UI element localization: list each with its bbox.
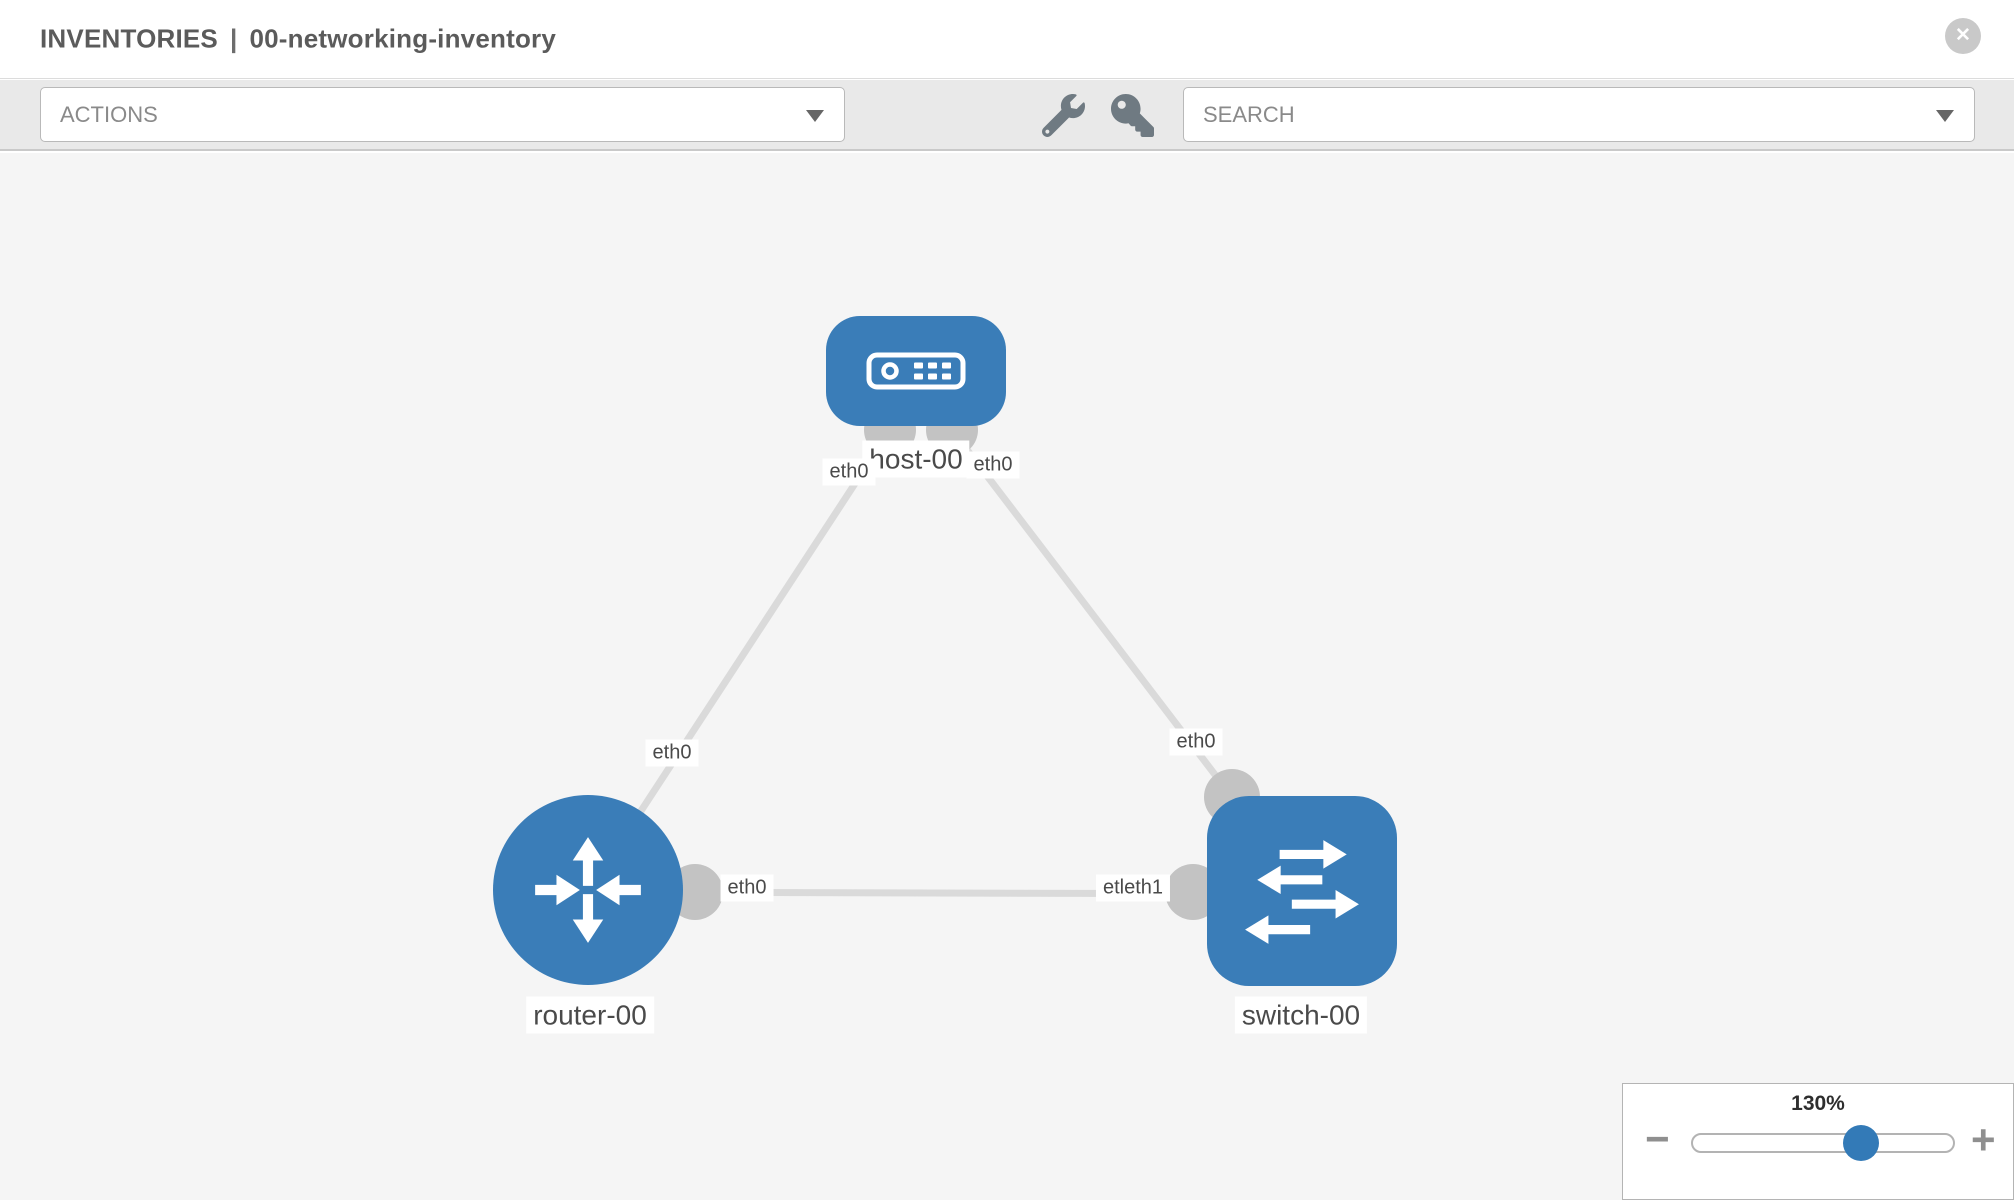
breadcrumb-separator: | bbox=[229, 23, 238, 54]
credentials-button[interactable] bbox=[1111, 94, 1154, 137]
iface-label-switch-top: eth0 bbox=[1169, 728, 1223, 756]
host-icon bbox=[866, 352, 966, 390]
search-dropdown[interactable]: SEARCH bbox=[1183, 87, 1975, 142]
iface-label-mid-left: eth0 bbox=[720, 874, 774, 902]
interface-connectors bbox=[667, 404, 1260, 920]
inventory-name: 00-networking-inventory bbox=[249, 23, 557, 54]
node-label-router: router-00 bbox=[526, 996, 654, 1034]
link-lines bbox=[585, 427, 1304, 898]
node-host-00[interactable] bbox=[826, 316, 1006, 426]
close-button[interactable]: ✕ bbox=[1945, 18, 1981, 54]
iface-label-host-right: eth0 bbox=[966, 451, 1020, 479]
search-dropdown-label: SEARCH bbox=[1203, 101, 1295, 127]
node-label-switch: switch-00 bbox=[1234, 996, 1368, 1034]
zoom-out-button[interactable]: − bbox=[1645, 1118, 1670, 1160]
breadcrumb-section: INVENTORIES bbox=[40, 23, 218, 54]
zoom-slider-track[interactable] bbox=[1691, 1125, 1955, 1161]
key-icon bbox=[1111, 94, 1154, 137]
page-header: INVENTORIES | 00-networking-inventory ✕ bbox=[0, 0, 2014, 79]
configure-button[interactable] bbox=[1041, 94, 1085, 138]
caret-down-icon bbox=[806, 109, 824, 122]
plus-icon: + bbox=[1971, 1116, 1996, 1163]
links-layer bbox=[585, 404, 1304, 920]
close-icon: ✕ bbox=[1955, 25, 1971, 46]
node-label-host: host-00 bbox=[862, 440, 970, 478]
router-icon bbox=[535, 837, 641, 943]
iface-label-router-top: eth0 bbox=[645, 739, 699, 767]
toolbar: ACTIONS SEARCH bbox=[0, 80, 2014, 151]
actions-dropdown[interactable]: ACTIONS bbox=[40, 87, 845, 142]
zoom-control-panel: 130% − + bbox=[1622, 1083, 2014, 1200]
iface-label-host-left: eth0 bbox=[822, 458, 876, 486]
zoom-in-button[interactable]: + bbox=[1971, 1119, 1996, 1161]
topology-canvas[interactable]: host-00 router-00 switch-00 eth0 eth0 et… bbox=[0, 153, 2014, 1200]
iface-label-mid-right: etleth1 bbox=[1095, 874, 1171, 902]
page-title: INVENTORIES | 00-networking-inventory bbox=[40, 24, 556, 55]
zoom-level: 130% bbox=[1791, 1092, 1845, 1115]
wrench-icon bbox=[1041, 94, 1085, 138]
zoom-slider-handle[interactable] bbox=[1843, 1125, 1879, 1161]
actions-dropdown-label: ACTIONS bbox=[60, 101, 158, 127]
caret-down-icon bbox=[1936, 109, 1954, 122]
minus-icon: − bbox=[1645, 1115, 1670, 1162]
switch-icon bbox=[1245, 840, 1359, 944]
node-switch-00[interactable] bbox=[1207, 796, 1397, 986]
node-router-00[interactable] bbox=[493, 795, 683, 985]
